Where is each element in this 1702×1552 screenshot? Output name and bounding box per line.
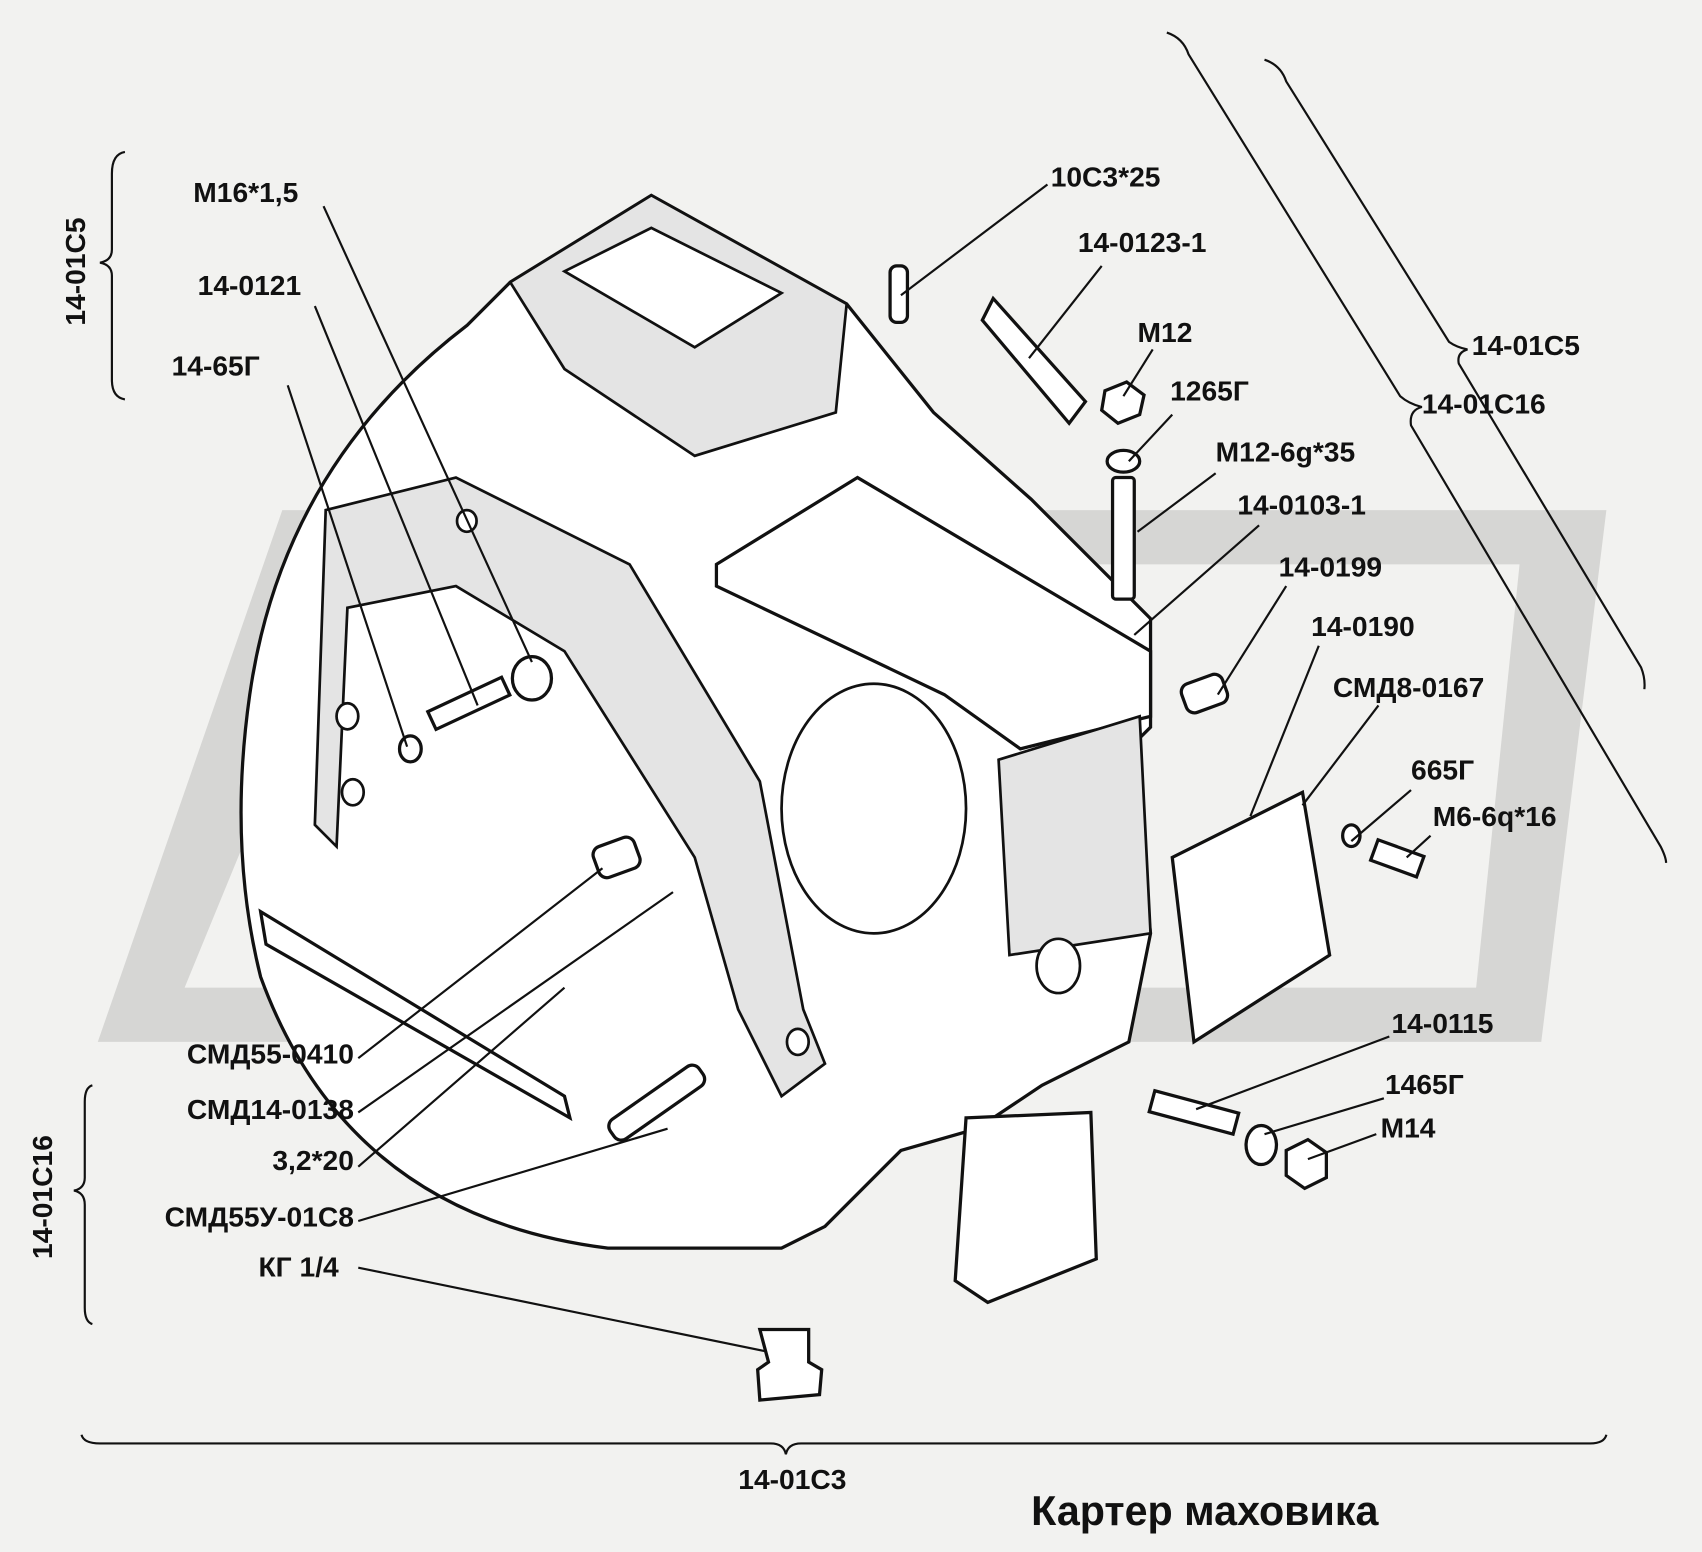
label-m12-bolt: М12-6g*35 — [1216, 435, 1356, 467]
bolt-part — [1368, 837, 1427, 879]
washer-14-part — [1244, 1123, 1279, 1167]
washer-65g-part — [397, 734, 423, 764]
label-14-0115: 14-0115 — [1391, 1007, 1493, 1039]
small-parts — [397, 264, 1427, 1402]
washer-part — [1105, 448, 1142, 474]
bushing-part — [591, 835, 642, 880]
stud-14-part — [1147, 1088, 1241, 1137]
label-14-0103-1: 14-0103-1 — [1237, 488, 1366, 520]
nut-m16-part — [510, 654, 554, 702]
label-m14: М14 — [1381, 1111, 1436, 1143]
label-10c3: 10С3*25 — [1051, 161, 1161, 193]
assembly-label-bottom-left: 14-01С16 — [26, 1135, 58, 1259]
diagram-title: Картер маховика — [1031, 1488, 1379, 1534]
label-smd55u-01c8: СМД55У-01С8 — [165, 1200, 354, 1232]
dowel-part — [1179, 672, 1230, 715]
shaft-part — [607, 1063, 707, 1142]
stud-part — [1110, 475, 1136, 601]
watermark-logo — [97, 510, 1607, 1042]
flywheel-housing-drawing — [239, 193, 1153, 1305]
label-smd14-0138: СМД14-0138 — [187, 1093, 354, 1125]
label-m12: М12 — [1138, 316, 1193, 348]
pin-part — [888, 264, 910, 324]
label-14-0190: 14-0190 — [1311, 610, 1415, 642]
lock-washer-part — [1341, 823, 1362, 849]
label-1465g: 1465Г — [1385, 1068, 1464, 1100]
assembly-brackets — [73, 31, 1668, 1455]
label-smd8-0167: СМД8-0167 — [1333, 671, 1484, 703]
label-14-0199: 14-0199 — [1279, 550, 1383, 582]
nut-part — [1099, 380, 1146, 426]
label-14-0121: 14-0121 — [198, 269, 302, 301]
label-m6: М6-6q*16 — [1433, 800, 1557, 832]
assembly-label-top-left: 14-01С5 — [59, 217, 91, 325]
part-labels: 14-01С5 14-01С16 14-01С3 14-01С5 14-01С1… — [26, 161, 1580, 1534]
label-smd55-0410: СМД55-0410 — [187, 1038, 354, 1070]
label-1265g: 1265Г — [1170, 374, 1249, 406]
label-14-0123-1: 14-0123-1 — [1078, 226, 1207, 258]
label-m16: М16*1,5 — [193, 176, 298, 208]
nut-14-part — [1284, 1137, 1328, 1191]
assembly-label-right-outer: 14-01С5 — [1472, 329, 1580, 361]
leader-lines — [286, 183, 1432, 1353]
label-665g: 665Г — [1411, 753, 1474, 785]
assembly-label-bottom: 14-01С3 — [738, 1463, 846, 1495]
drain-plug-part — [755, 1327, 824, 1402]
assembly-label-right-inner: 14-01С16 — [1422, 388, 1546, 420]
label-pin-3-2x20: 3,2*20 — [272, 1144, 354, 1176]
link-part — [980, 295, 1088, 426]
label-14-65g: 14-65Г — [172, 350, 260, 382]
label-kg-1-4: КГ 1/4 — [258, 1250, 339, 1282]
stud-m16-part — [425, 675, 512, 732]
cover-part — [1170, 789, 1332, 1045]
